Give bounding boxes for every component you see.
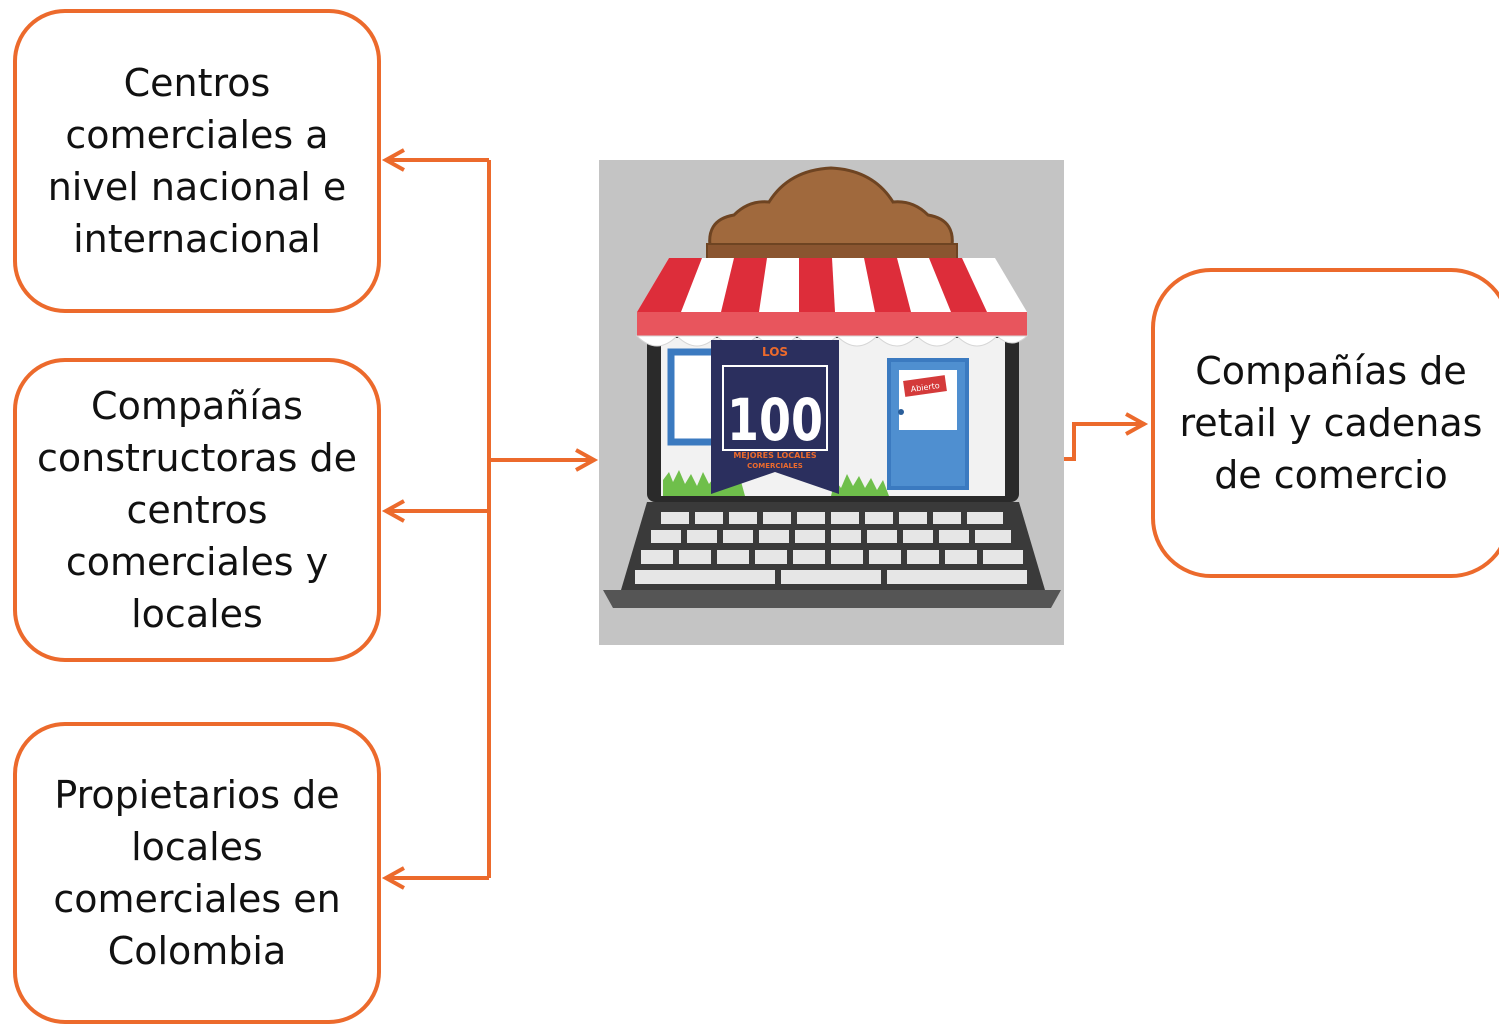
node-propietarios-label: Propietarios de locales comerciales en C…	[53, 773, 341, 973]
grass-right	[831, 474, 889, 496]
shop-door-knob	[898, 409, 904, 415]
arrow-head-to-retail	[1125, 412, 1149, 436]
arrow-head-constructoras	[381, 499, 405, 523]
badge-line1-text: MEJORES LOCALES	[733, 451, 817, 460]
node-centros-label: Centros comerciales a nivel nacional e i…	[47, 61, 347, 261]
door-sign	[903, 375, 947, 397]
node-propietarios-locales: Propietarios de locales comerciales en C…	[13, 722, 381, 1024]
badge-los-100	[711, 340, 839, 494]
badge-line2-text: COMERCIALES	[747, 462, 803, 470]
keyboard-keys	[635, 512, 1027, 584]
connector-to-retail	[1064, 422, 1144, 461]
store-sign	[708, 166, 954, 254]
arrow-head-centros	[381, 148, 405, 172]
online-store-laptop-illustration: Abierto	[599, 160, 1064, 645]
node-companias-constructoras: Compañías constructoras de centros comer…	[13, 358, 381, 662]
arrow-head-propietarios	[381, 866, 405, 890]
badge-number-text: 100	[727, 386, 823, 454]
grass	[663, 470, 745, 496]
awning	[635, 258, 1029, 347]
badge-top-text: LOS	[762, 345, 788, 359]
node-centros-comerciales: Centros comerciales a nivel nacional e i…	[13, 9, 381, 313]
node-constructoras-label: Compañías constructoras de centros comer…	[37, 384, 357, 636]
node-retail-label: Compañías de retail y cadenas de comerci…	[1179, 349, 1483, 497]
node-companias-retail: Compañías de retail y cadenas de comerci…	[1151, 268, 1499, 578]
door-sign-text: Abierto	[910, 381, 940, 394]
arrow-head-to-image	[575, 448, 599, 472]
laptop-base-edge	[603, 590, 1061, 608]
